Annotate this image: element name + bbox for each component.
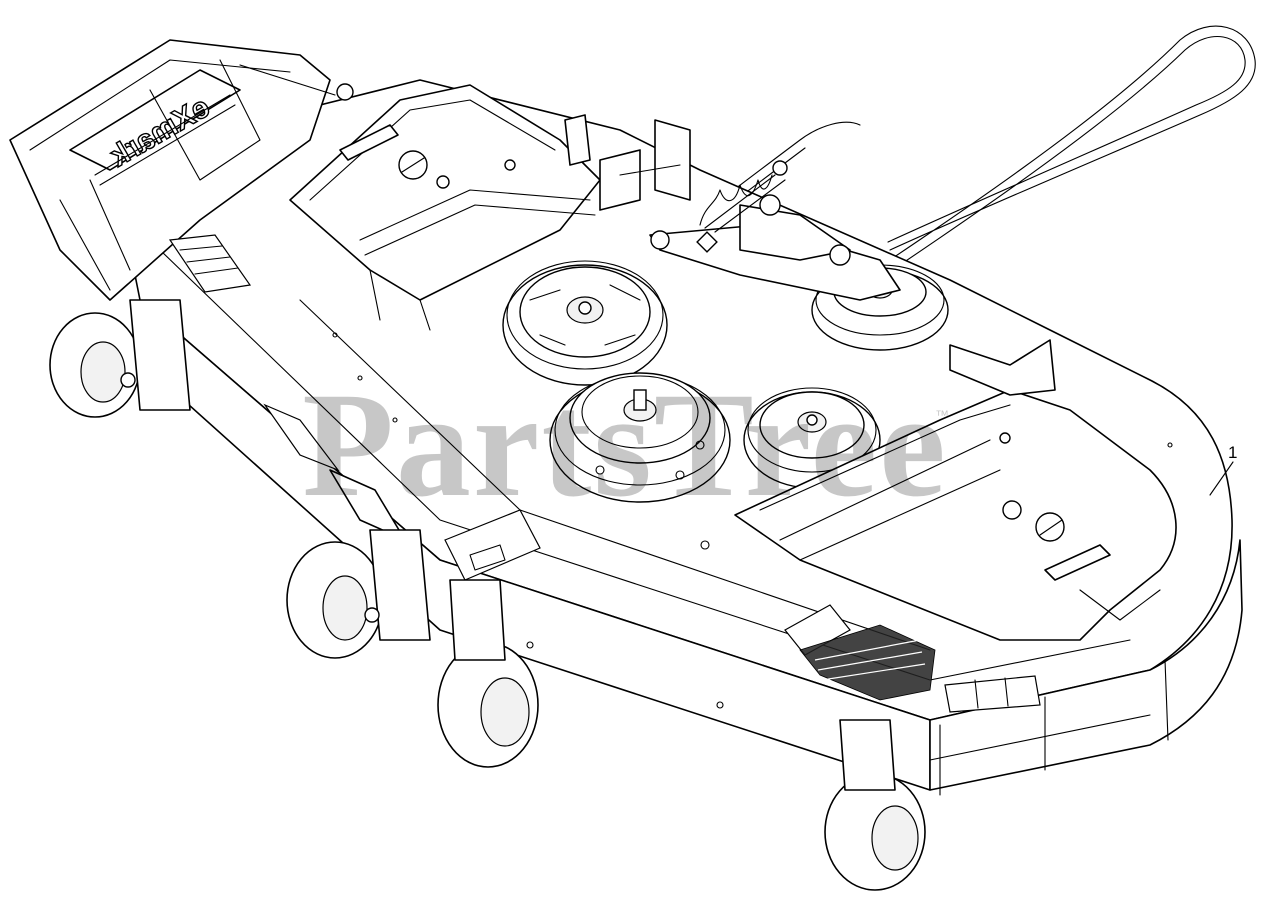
- tensioner-arm: [649, 160, 901, 301]
- spindle-pulley-center: [549, 372, 731, 503]
- right-belt-cover: [734, 339, 1177, 641]
- decals: [168, 234, 1041, 713]
- caster-wheel-front-left: [286, 529, 431, 659]
- caster-wheel-front-right: [824, 719, 926, 891]
- watermark-trademark: ™: [935, 407, 949, 423]
- watermark-text: PartsTree: [302, 362, 947, 528]
- deck-brackets: [564, 114, 691, 211]
- deck-holes: [332, 332, 1173, 709]
- center-belt-cover: [289, 84, 601, 331]
- caster-wheel-rear-left: [49, 299, 191, 418]
- left-belt-cover: eXmark: [9, 39, 354, 301]
- brand-plate: [69, 69, 241, 171]
- caster-wheel-front-center: [437, 579, 539, 768]
- spindle-pulley-left: [502, 260, 668, 386]
- callout-1: 1: [1209, 443, 1237, 496]
- callout-label: 1: [1228, 443, 1237, 462]
